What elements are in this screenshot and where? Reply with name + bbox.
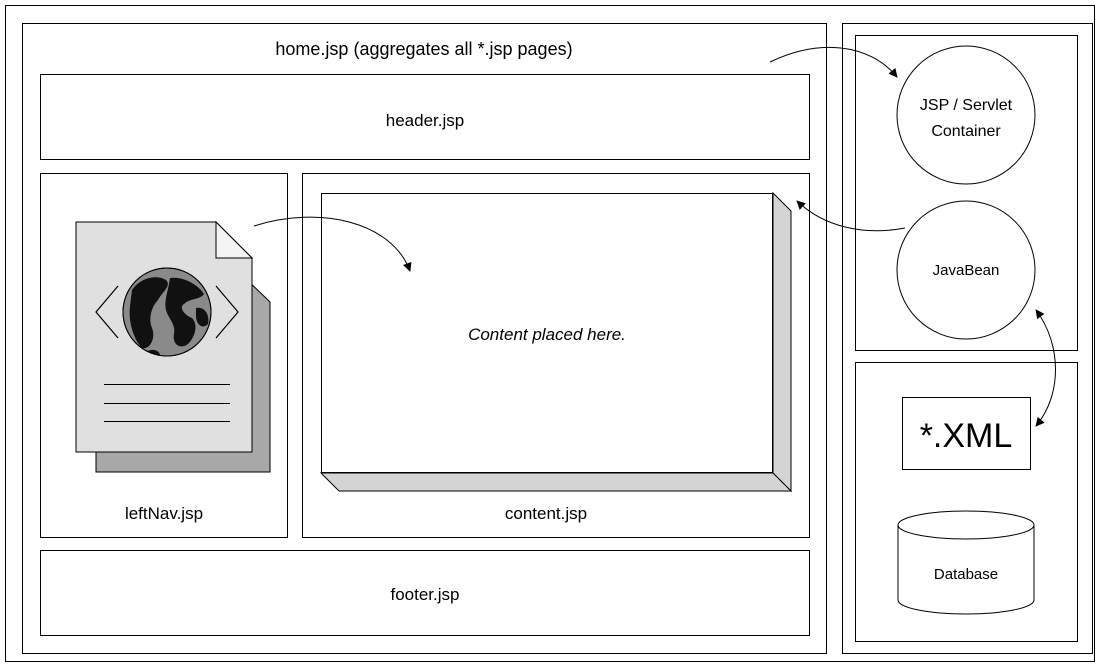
database-cylinder-icon: Database	[897, 510, 1035, 615]
container-label-line2: Container	[931, 123, 1001, 140]
left-nav-label: leftNav.jsp	[125, 504, 203, 523]
footer-box: footer.jsp	[40, 550, 810, 636]
database-label: Database	[934, 566, 998, 583]
content-placeholder: Content placed here.	[468, 325, 626, 344]
header-box: header.jsp	[40, 74, 810, 160]
container-label-line1: JSP / Servlet	[920, 97, 1013, 114]
content-box: content.jsp	[302, 173, 810, 538]
arrow-javabean-xml	[1035, 309, 1056, 427]
globe-document-icon	[75, 220, 271, 473]
content-label: content.jsp	[505, 504, 587, 523]
xml-label: *.XML	[920, 417, 1013, 455]
data-tier-box	[855, 362, 1078, 642]
xml-file-node: *.XML	[902, 397, 1031, 470]
arrow-javabean-to-content	[796, 200, 906, 232]
header-label: header.jsp	[386, 111, 464, 130]
arrow-leftnav-to-content	[253, 216, 412, 272]
arrow-home-to-container	[769, 46, 898, 78]
javabean-label: JavaBean	[933, 262, 1000, 279]
left-nav-box: leftNav.jsp	[40, 173, 288, 538]
javabean-node: JavaBean	[896, 200, 1036, 340]
server-tier-box	[855, 35, 1078, 351]
home-panel: home.jsp (aggregates all *.jsp pages)	[22, 23, 827, 654]
content-frame: Content placed here.	[319, 191, 793, 493]
server-panel	[842, 23, 1093, 654]
outer-frame	[5, 5, 1095, 662]
servlet-container-node: JSP / Servlet Container	[896, 45, 1036, 185]
home-label: home.jsp (aggregates all *.jsp pages)	[275, 39, 572, 59]
footer-label: footer.jsp	[391, 585, 460, 604]
